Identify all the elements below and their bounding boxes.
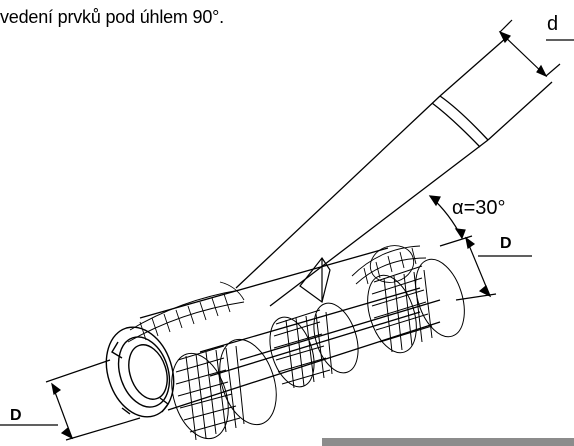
saddle-wedge (299, 256, 331, 304)
angle-label: α=30° (452, 197, 506, 219)
footer-bar (322, 438, 574, 446)
main-diameter-dimension-right (439, 235, 532, 301)
main-diameter-dimension-left (0, 359, 141, 441)
pipe-diameter-label: d (547, 13, 558, 35)
ribbed-segment-left (171, 338, 277, 441)
main-body (139, 247, 441, 411)
caption-text: vedení prvků pod úhlem 90°. (0, 7, 224, 27)
branch-pipe (235, 37, 553, 307)
ribbed-segment-upper (127, 281, 245, 343)
left-end-coupling (105, 326, 175, 418)
main-diameter-right-label: D (500, 235, 512, 252)
angle-marker (428, 195, 466, 240)
pipe-diameter-dimension (498, 19, 574, 78)
ribbed-segment-middle (269, 302, 359, 389)
main-diameter-left-label: D (10, 407, 22, 424)
ribbed-segment-upper-right (351, 245, 427, 285)
